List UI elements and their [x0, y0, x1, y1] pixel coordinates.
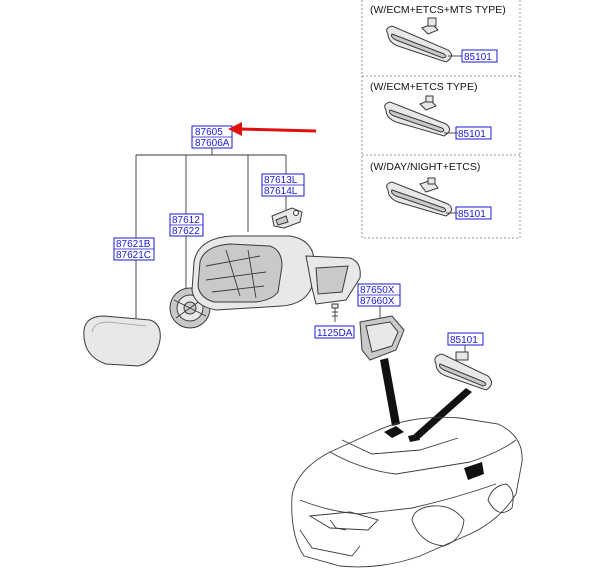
part-label-87650x: 87650X	[360, 285, 395, 296]
inside-mirror-illustration	[434, 351, 492, 391]
part-box	[461, 49, 498, 63]
part-label-85101: 85101	[458, 209, 486, 220]
part-box	[447, 332, 484, 346]
screw-illustration	[331, 303, 339, 322]
part-label-85101: 85101	[458, 129, 486, 140]
inside-mirror-day-night-illustration	[386, 177, 452, 217]
variant-title: (W/DAY/NIGHT+ETCS)	[370, 161, 480, 173]
pointer-arrow	[228, 122, 317, 136]
vehicle-illustration	[291, 416, 523, 568]
part-label-85101: 85101	[464, 52, 492, 63]
part-label-87605: 87605	[195, 127, 223, 138]
cover-bracket-illustration	[271, 207, 303, 229]
part-box	[455, 126, 492, 140]
inside-mirror-etcs-illustration	[384, 95, 450, 137]
mirror-glass-illustration	[83, 315, 161, 367]
part-label-87621b: 87621B	[116, 239, 151, 250]
variant-panels: (W/ECM+ETCS+MTS TYPE) 85101 (W/ECM+ETCS …	[361, 0, 521, 239]
inside-mirror-mts-illustration	[386, 17, 452, 63]
vehicle-pointers	[380, 358, 472, 440]
part-label-85101: 85101	[450, 335, 478, 346]
inside-mirror-lower: 85101	[434, 332, 492, 391]
part-label-87622: 87622	[172, 226, 200, 237]
garnish-illustration	[359, 315, 405, 361]
part-label-87660x: 87660X	[360, 296, 395, 307]
variant-title: (W/ECM+ETCS+MTS TYPE)	[370, 4, 506, 16]
variant-panels-frame	[361, 0, 521, 239]
part-label-87606a: 87606A	[195, 138, 230, 149]
part-label-87613l: 87613L	[264, 175, 298, 186]
part-box	[455, 206, 492, 220]
outside-mirror-tree: 87605 87606A 87613L 87614L 87612 87622	[83, 122, 405, 367]
part-box	[314, 325, 355, 339]
part-label-87621c: 87621C	[116, 250, 151, 261]
part-label-87612: 87612	[172, 215, 200, 226]
outside-mirror-housing-illustration	[191, 235, 361, 311]
variant-title: (W/ECM+ETCS TYPE)	[370, 81, 477, 93]
part-label-1125da: 1125DA	[317, 328, 353, 339]
part-label-87614l: 87614L	[264, 186, 298, 197]
